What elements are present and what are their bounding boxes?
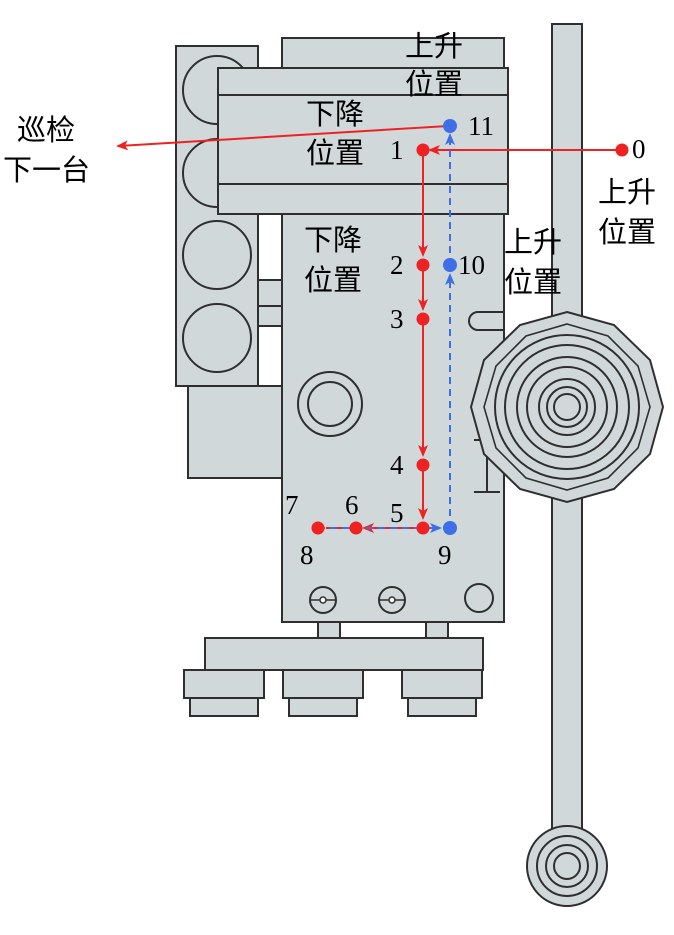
machine-body	[175, 37, 509, 717]
point-label-1: 1	[390, 135, 404, 165]
point-10-marker	[443, 258, 457, 272]
point-label-4: 4	[390, 450, 404, 480]
rise-position-top-line2: 位置	[405, 67, 463, 101]
point-label-7: 7	[285, 490, 299, 520]
wheel-assembly	[469, 310, 665, 504]
point-label-8: 8	[300, 540, 314, 570]
position-labels: 上升 位置 下降 位置 下降 位置 上升 位置 上升 位置 巡检 下一台	[3, 29, 656, 299]
rise-position-mid-line2: 位置	[504, 265, 562, 299]
next-station-line1: 巡检	[17, 113, 75, 147]
point-label-0: 0	[632, 134, 646, 164]
point-label-11: 11	[468, 111, 494, 141]
descend-position-mid-line1: 下降	[304, 223, 362, 257]
point-label-3: 3	[390, 304, 404, 334]
rise-position-right-line2: 位置	[598, 215, 656, 249]
point-label-5: 5	[390, 498, 404, 528]
point-4-marker	[416, 458, 430, 472]
point-9-marker	[443, 521, 457, 535]
point-label-9: 9	[438, 540, 452, 570]
point-label-10: 10	[458, 250, 485, 280]
point-11-marker	[443, 119, 457, 133]
point-2-marker	[416, 258, 430, 272]
point-5-marker	[416, 521, 430, 535]
point-3-marker	[416, 312, 430, 326]
point-label-2: 2	[390, 250, 404, 280]
point-7-8-marker	[311, 521, 325, 535]
point-6-marker	[349, 521, 363, 535]
descend-position-mid-line2: 位置	[304, 263, 362, 297]
next-station-line2: 下一台	[3, 153, 90, 187]
descend-position-top-line1: 下降	[306, 97, 364, 131]
point-1-marker	[416, 143, 430, 157]
red-path	[116, 125, 622, 533]
descend-position-top-line2: 位置	[306, 136, 364, 170]
rise-position-top-line1: 上升	[405, 29, 463, 63]
rise-position-mid-line1: 上升	[504, 225, 562, 259]
point-markers	[311, 119, 629, 535]
point-label-6: 6	[345, 490, 359, 520]
path-to-next-station	[116, 125, 449, 151]
rise-position-right-line1: 上升	[598, 175, 656, 209]
point-0-marker	[615, 143, 629, 157]
point-labels: 0 1 2 3 4 5 6 7 8 9 10 11	[285, 111, 646, 570]
